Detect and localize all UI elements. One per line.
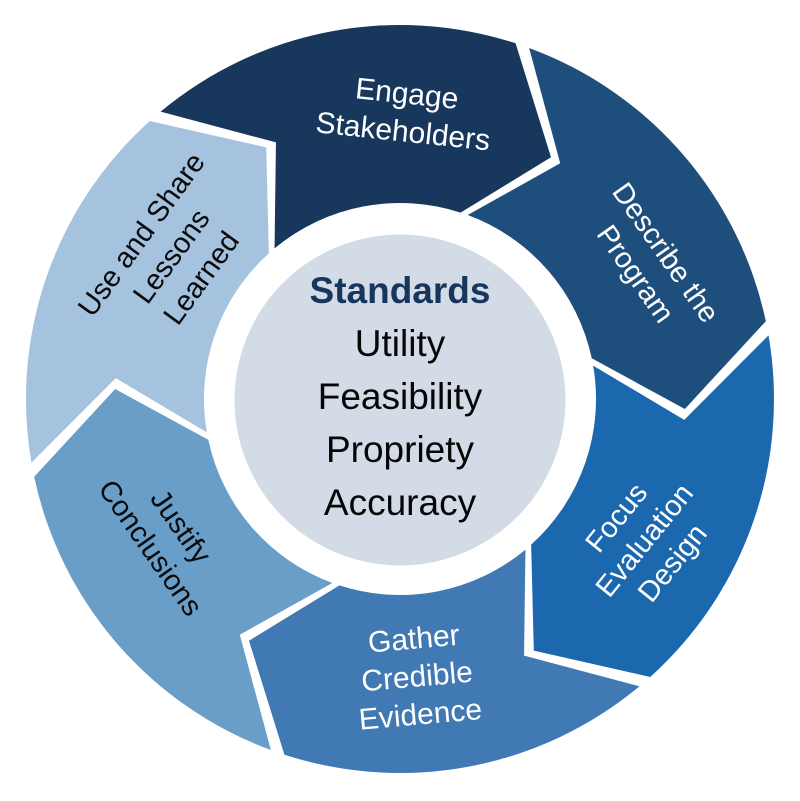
standards-item-utility: Utility <box>355 323 446 364</box>
segment-describe-the-program: Describe theProgram <box>467 48 766 409</box>
segment-gather-credible-evidence-arrow-shape[interactable] <box>248 549 640 774</box>
standards-item-accuracy: Accuracy <box>324 482 477 523</box>
segment-label-line: Gather <box>367 619 461 660</box>
standards-heading: Standards <box>310 270 491 311</box>
standards-circle[interactable] <box>221 221 579 579</box>
segment-justify-conclusions: JustifyConclusions <box>34 389 333 750</box>
segment-focus-evaluation-design-arrow-shape[interactable] <box>531 335 774 677</box>
segment-gather-credible-evidence: GatherCredibleEvidence <box>248 549 640 774</box>
standards-item-feasibility: Feasibility <box>318 376 483 417</box>
segment-use-and-share-lessons-learned-arrow-shape[interactable] <box>26 121 269 463</box>
segment-focus-evaluation-design: FocusEvaluationDesign <box>531 335 774 677</box>
segment-engage-stakeholders-arrow-shape[interactable] <box>160 24 552 249</box>
segment-justify-conclusions-arrow-shape[interactable] <box>34 389 333 750</box>
segment-use-and-share-lessons-learned: Use and ShareLessonsLearned <box>26 121 269 463</box>
segment-gather-credible-evidence-label: GatherCredibleEvidence <box>351 617 483 736</box>
segment-describe-the-program-arrow-shape[interactable] <box>467 48 766 409</box>
center-circle-group: StandardsUtilityFeasibilityProprietyAccu… <box>221 221 579 579</box>
segment-engage-stakeholders: EngageStakeholders <box>160 24 552 249</box>
standards-item-propriety: Propriety <box>326 429 475 470</box>
